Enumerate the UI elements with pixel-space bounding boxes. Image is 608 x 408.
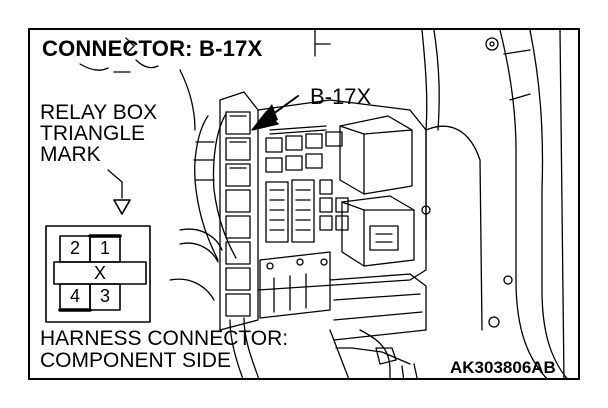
fender-outline: [485, 30, 568, 378]
diagram-frame: 2 1 X 4 3 CONNECTOR: B-17X B-17X RELAY B…: [28, 28, 580, 380]
relay-note-line-1: RELAY BOX: [40, 101, 158, 124]
relay-note-line-2: TRIANGLE: [40, 122, 146, 145]
pin-label-3: 3: [99, 286, 110, 306]
relay-box: [219, 91, 431, 331]
engine-bay-illustration: [45, 30, 568, 378]
pin-label-2: 2: [69, 238, 80, 258]
harness-note-line-2: COMPONENT SIDE: [40, 349, 231, 372]
relay-note-line-3: MARK: [40, 143, 101, 166]
figure-code: AK303806AB: [450, 358, 556, 377]
harness-note: HARNESS CONNECTOR: COMPONENT SIDE: [40, 328, 288, 372]
harness-leader-line: [335, 347, 411, 365]
harness-note-line-1: HARNESS CONNECTOR:: [40, 327, 289, 350]
callout-arrow: [251, 95, 299, 131]
connector-mark-x: X: [93, 263, 106, 283]
upper-body-lines: [79, 30, 483, 331]
lower-wiring: [229, 251, 427, 378]
triangle-mark-pointer: [107, 169, 131, 215]
pin-label-1: 1: [99, 238, 110, 258]
pin-label-4: 4: [69, 286, 80, 306]
connector-diagram: [45, 225, 151, 323]
diagram-title: CONNECTOR: B-17X: [42, 36, 263, 61]
relay-box-note: RELAY BOX TRIANGLE MARK: [40, 102, 157, 165]
connector-callout-label: B-17X: [310, 84, 372, 109]
